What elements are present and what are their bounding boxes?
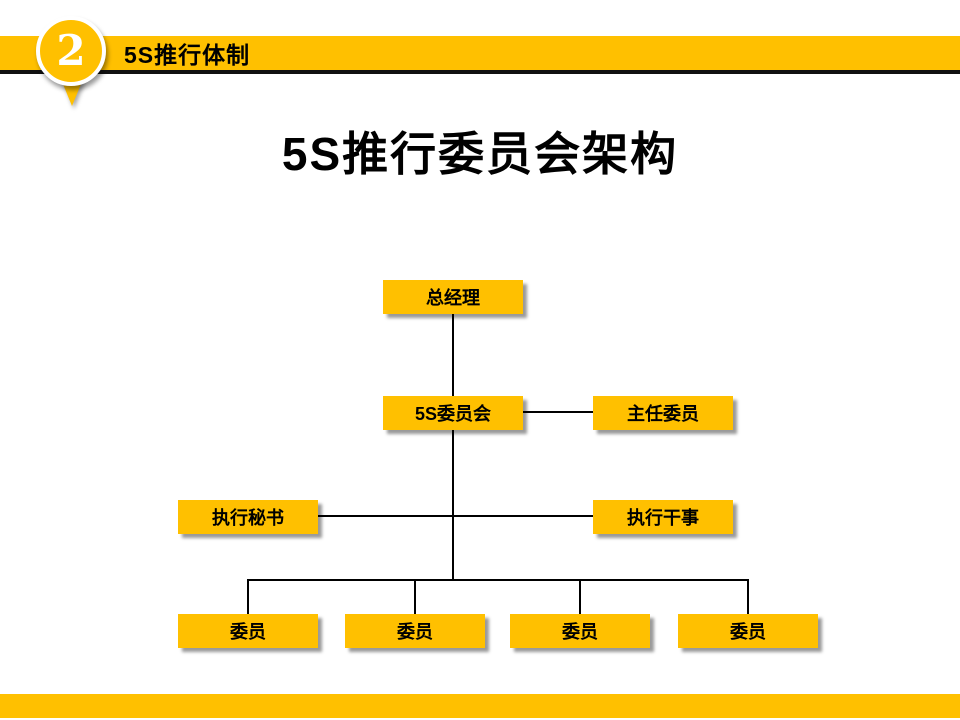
connector-gm-to-committee — [452, 314, 454, 396]
header-bar — [0, 36, 960, 70]
org-node-officer: 执行干事 — [593, 500, 733, 534]
slide-number-badge: 2 — [36, 16, 112, 112]
org-node-general-manager: 总经理 — [383, 280, 523, 314]
org-node-member-2: 委员 — [345, 614, 485, 648]
header-title: 5S推行体制 — [124, 42, 251, 68]
org-node-member-3: 委员 — [510, 614, 650, 648]
connector-committee-trunk — [452, 430, 454, 581]
org-node-committee: 5S委员会 — [383, 396, 523, 430]
slide-number: 2 — [56, 26, 86, 75]
badge-circle: 2 — [36, 16, 106, 86]
footer-bar — [0, 694, 960, 718]
connector-drop-member-4 — [747, 580, 749, 614]
connector-members-rail — [247, 579, 749, 581]
org-node-member-4: 委员 — [678, 614, 818, 648]
connector-committee-to-chairman — [523, 411, 593, 413]
org-node-secretary: 执行秘书 — [178, 500, 318, 534]
org-node-chairman: 主任委员 — [593, 396, 733, 430]
connector-drop-member-1 — [247, 580, 249, 614]
connector-secretary-to-officer — [318, 515, 593, 517]
header-underline — [0, 70, 960, 74]
page-title: 5S推行委员会架构 — [281, 128, 679, 180]
connector-drop-member-3 — [579, 580, 581, 614]
connector-drop-member-2 — [414, 580, 416, 614]
org-node-member-1: 委员 — [178, 614, 318, 648]
